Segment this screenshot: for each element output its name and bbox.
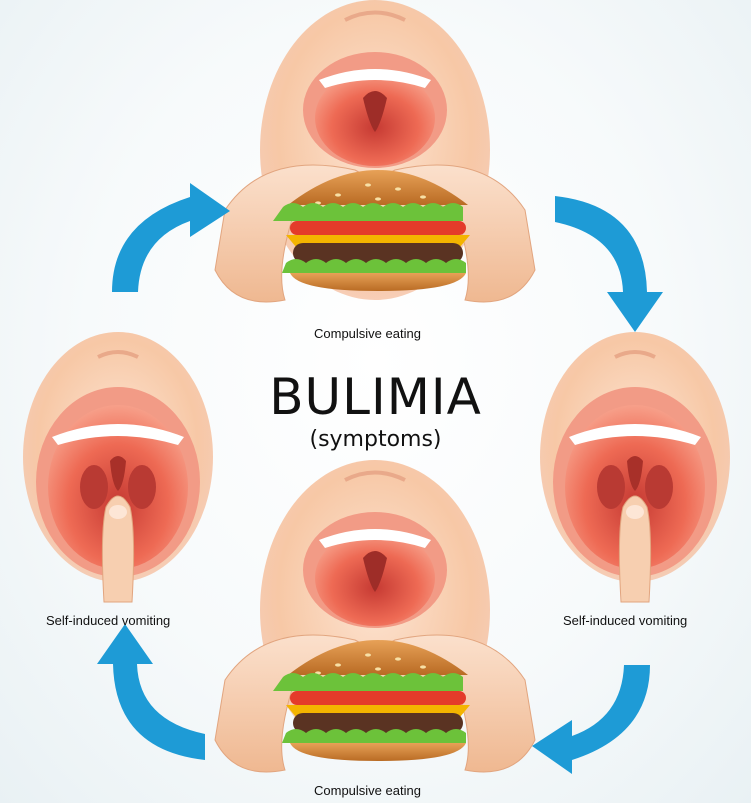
caption-top: Compulsive eating: [314, 326, 421, 341]
arrow-top-left-icon: [112, 183, 230, 292]
arrow-top-right-icon: [555, 196, 663, 332]
arrow-bottom-left-icon: [97, 624, 205, 760]
caption-bottom: Compulsive eating: [314, 783, 421, 798]
arrow-bottom-right-icon: [532, 665, 650, 774]
diagram-subtitle: (symptoms): [0, 427, 751, 452]
caption-right: Self-induced vomiting: [563, 613, 687, 628]
caption-left: Self-induced vomiting: [46, 613, 170, 628]
diagram-title: BULIMIA: [0, 368, 751, 426]
